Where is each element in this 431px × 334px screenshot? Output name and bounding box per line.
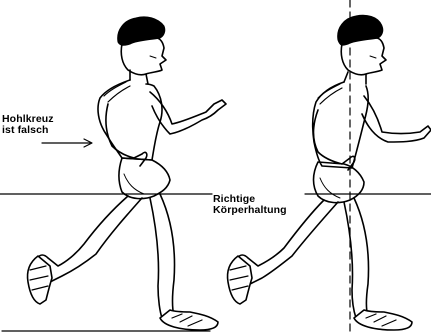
front-shoe [354,310,412,330]
front-leg [160,194,190,318]
label-correct-posture: Richtige Körperhaltung [213,194,287,216]
torso [98,80,162,160]
runner-wrong-posture [27,17,226,330]
front-arm [362,96,431,142]
label-correct-posture-line2: Körperhaltung [213,205,287,216]
runner-correct-posture [227,0,431,334]
label-hollow-back-line2: ist falsch [2,125,54,136]
shorts [314,162,365,203]
front-leg [354,198,384,318]
shorts [119,158,170,199]
hair [338,15,383,45]
label-hollow-back: Hohlkreuz ist falsch [2,114,54,136]
front-shoe [160,310,218,330]
hair [118,17,165,45]
